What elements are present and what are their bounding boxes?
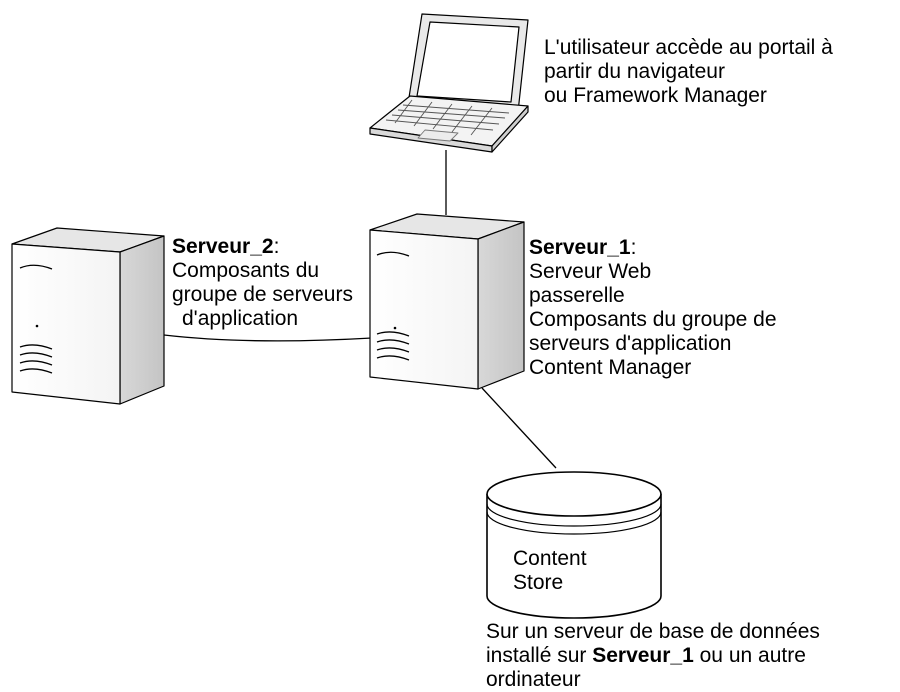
content-store-cylinder-icon — [486, 471, 662, 619]
database-caption-line: installé sur Serveur_1 ou un autre — [486, 644, 820, 668]
server2-server1-link — [163, 334, 373, 342]
server2-title-line: Serveur_2: — [172, 235, 353, 259]
database-caption-server: Serveur_1 — [592, 644, 694, 667]
server1-title-suffix: : — [630, 236, 637, 259]
laptop-caption-line: L'utilisateur accède au portail à — [544, 36, 833, 59]
connectors — [163, 150, 557, 469]
server2-caption: Serveur_2: Composants du groupe de serve… — [172, 235, 353, 331]
database-caption-line: Sur un serveur de base de données — [486, 620, 820, 643]
laptop-caption-line: partir du navigateur — [544, 60, 725, 83]
server2-caption-line: groupe de serveurs — [172, 283, 353, 306]
laptop-icon — [369, 13, 529, 153]
server1-caption-line: serveurs d'application — [529, 332, 732, 355]
server1-caption-line: passerelle — [529, 284, 625, 307]
database-caption-line: ordinateur — [486, 668, 581, 691]
laptop-caption: L'utilisateur accède au portail à partir… — [544, 36, 833, 108]
server2-caption-line: d'application — [182, 307, 299, 330]
server1-store-link — [481, 387, 557, 469]
server1-caption-line: Serveur Web — [529, 260, 652, 283]
server1-caption: Serveur_1: Serveur Web passerelle Compos… — [529, 236, 777, 380]
server1-title: Serveur_1 — [529, 236, 631, 259]
database-caption-prefix: installé sur — [486, 644, 593, 667]
server1-caption-line: Composants du groupe de — [529, 308, 777, 331]
content-store-label-line: Store — [513, 571, 564, 594]
content-store-label-line: Content — [513, 547, 587, 570]
server2-title-suffix: : — [273, 235, 280, 258]
server2-title: Serveur_2 — [172, 235, 274, 258]
server2-tower-icon — [11, 227, 165, 405]
server1-caption-line: Content Manager — [529, 356, 692, 379]
server2-caption-line: Composants du — [172, 259, 320, 282]
laptop-caption-line: ou Framework Manager — [544, 84, 767, 107]
database-caption: Sur un serveur de base de données instal… — [486, 620, 820, 692]
content-store-label: Content Store — [513, 547, 587, 595]
server1-title-line: Serveur_1: — [529, 236, 777, 260]
database-caption-suffix: ou un autre — [693, 644, 806, 667]
server1-tower-icon — [369, 213, 525, 390]
